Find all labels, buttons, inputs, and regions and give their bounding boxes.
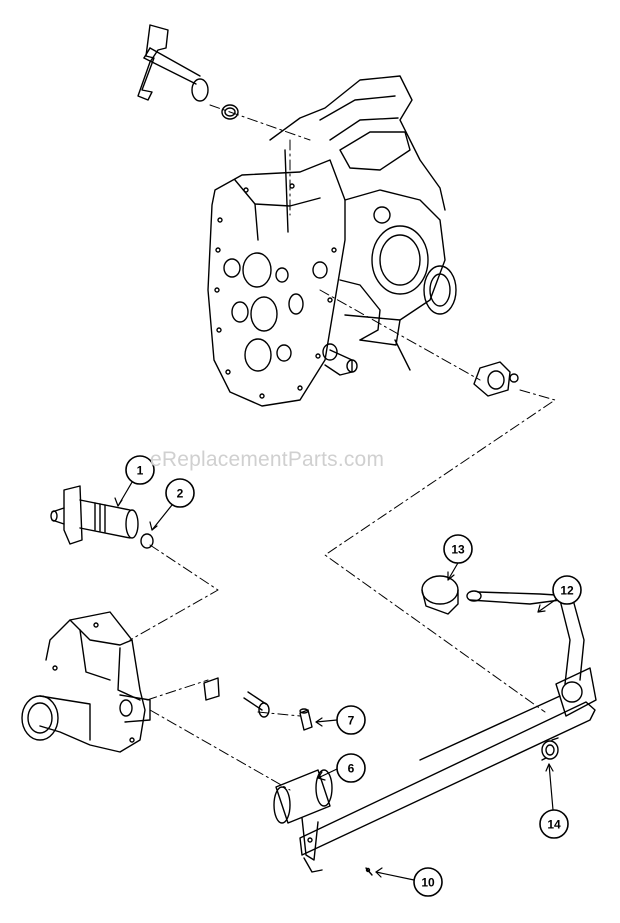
svg-text:1: 1 — [137, 464, 144, 478]
svg-text:6: 6 — [348, 762, 355, 776]
callout-2: 2 — [165, 478, 195, 508]
part-1-bracket-shaft — [50, 485, 154, 549]
part-6-coupler — [273, 769, 333, 861]
callout-6: 6 — [336, 753, 366, 783]
callout-1: 1 — [125, 455, 155, 485]
gear-housing — [21, 611, 151, 753]
callout-14: 14 — [539, 809, 569, 839]
engine-block — [207, 75, 519, 407]
callout-12: 12 — [552, 575, 582, 605]
alignment-lines — [129, 104, 556, 791]
callout-13: 13 — [443, 534, 473, 564]
bracket-plate-bolt — [203, 677, 270, 718]
top-bracket-shaft — [137, 24, 239, 120]
callout-7: 7 — [336, 705, 366, 735]
svg-text:12: 12 — [560, 584, 574, 598]
svg-text:2: 2 — [177, 487, 184, 501]
callout-10: 10 — [413, 867, 443, 897]
callout-leaders — [114, 471, 559, 881]
svg-text:14: 14 — [547, 818, 561, 832]
svg-text:10: 10 — [421, 876, 435, 890]
svg-text:13: 13 — [451, 543, 465, 557]
part-7-roll-pin — [299, 708, 313, 731]
svg-text:7: 7 — [348, 714, 355, 728]
